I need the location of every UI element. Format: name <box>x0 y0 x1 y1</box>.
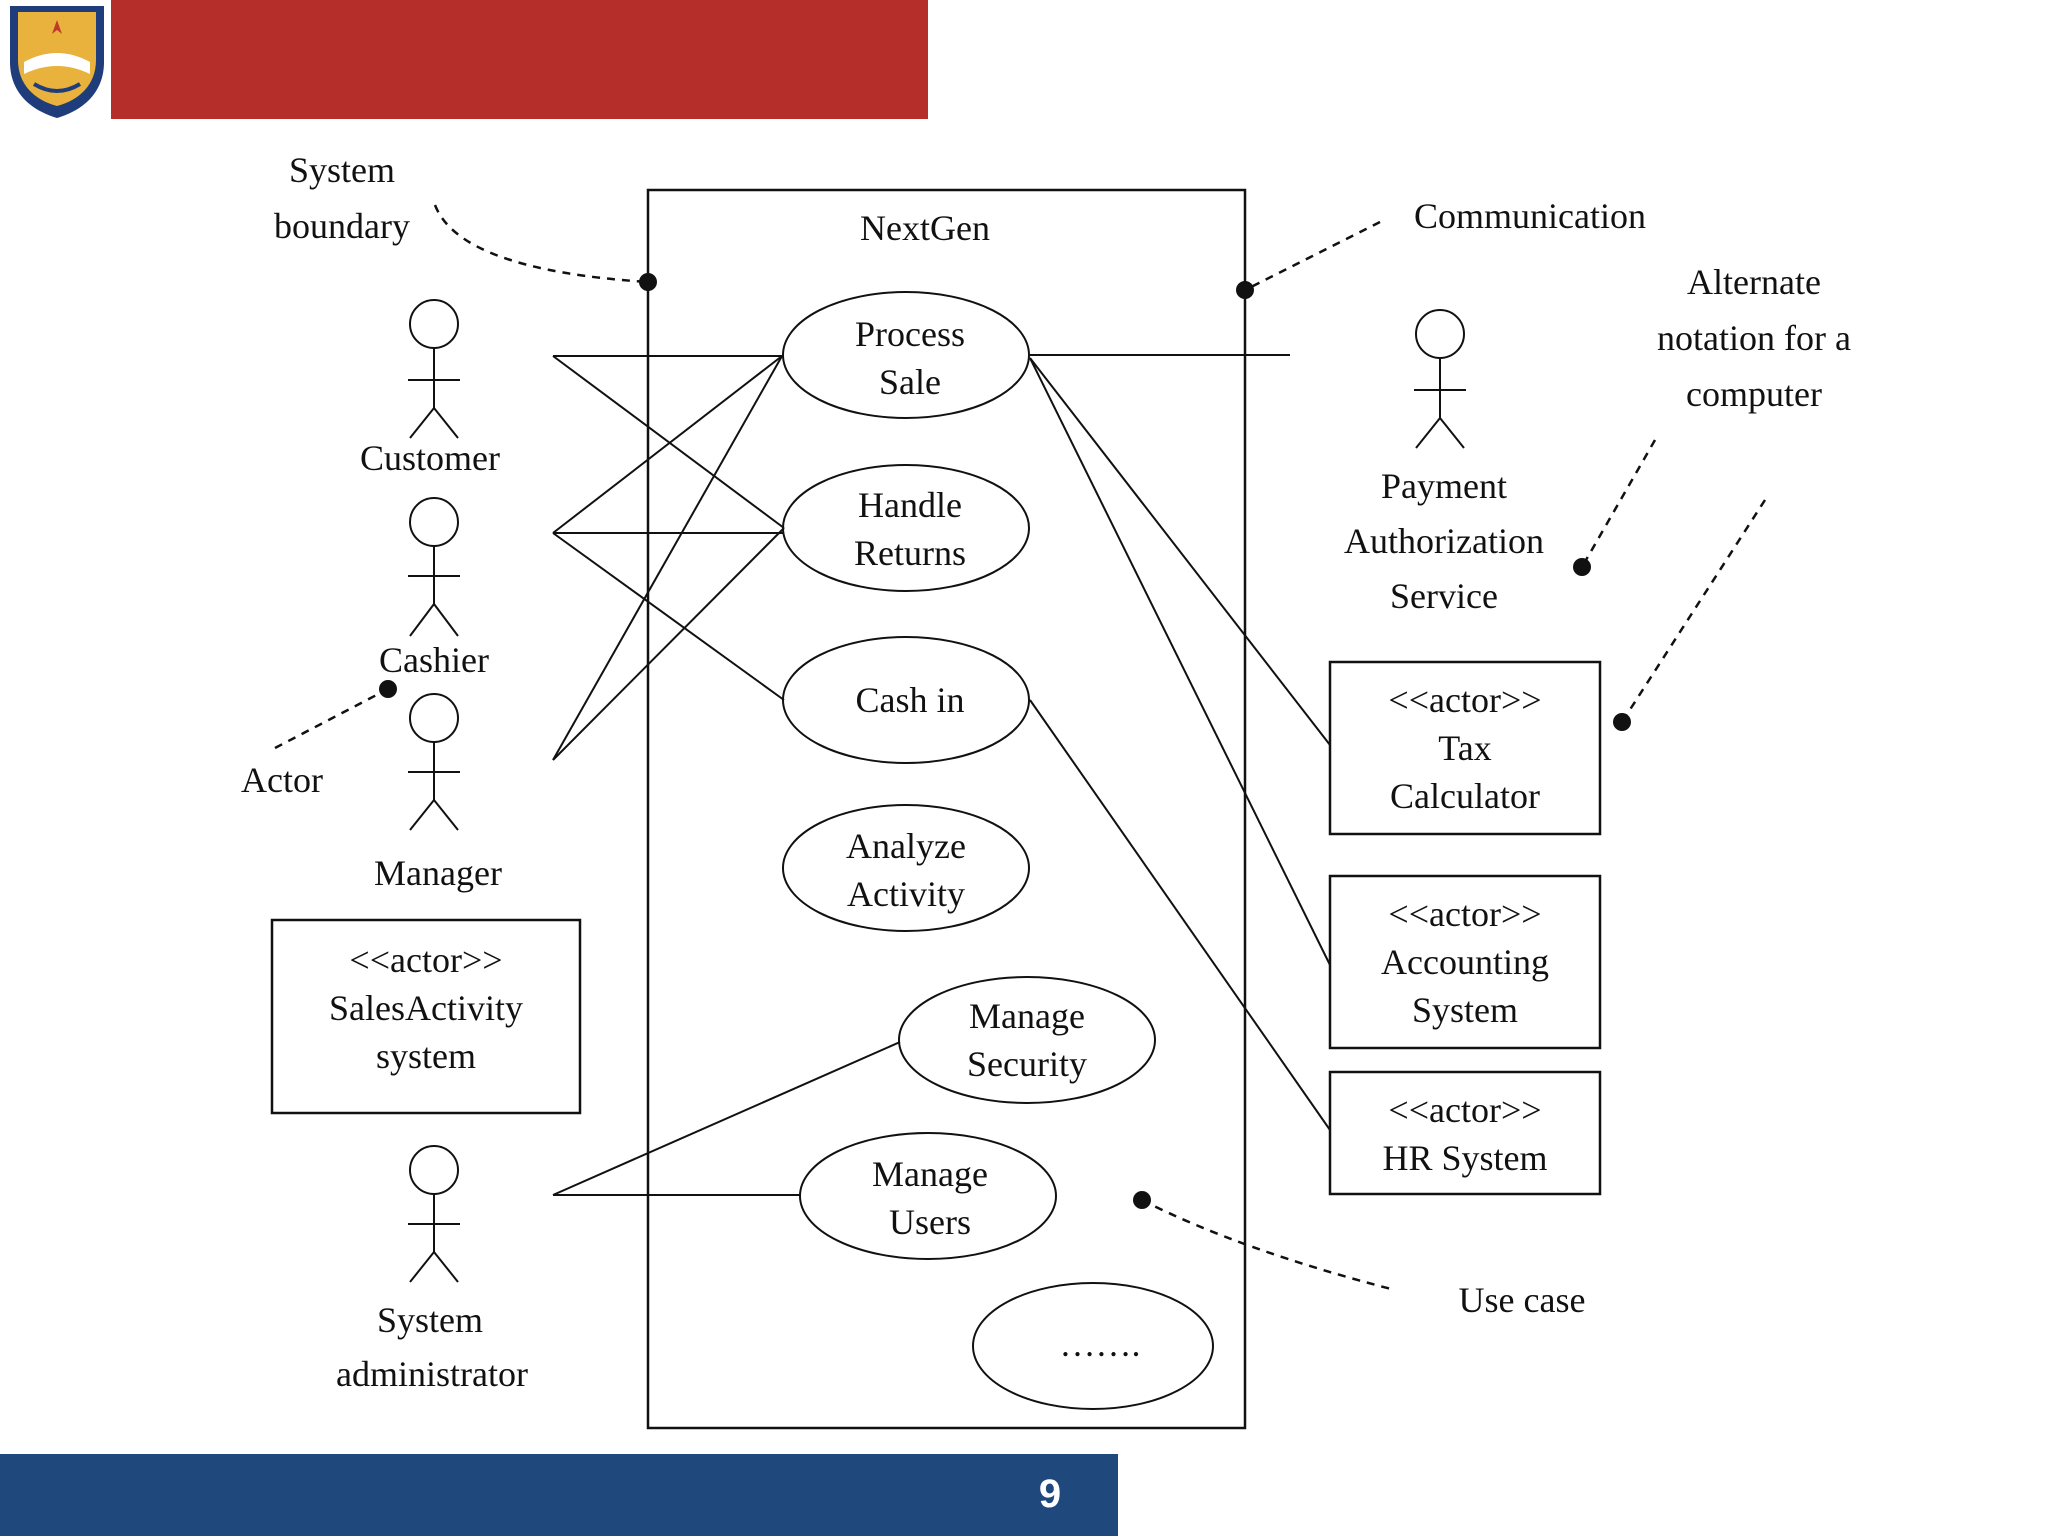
svg-text:Tax: Tax <box>1438 728 1491 768</box>
system-boundary-box <box>646 188 1247 1430</box>
svg-text:<<actor>>: <<actor>> <box>1388 894 1541 934</box>
svg-text:<<actor>>: <<actor>> <box>1388 1090 1541 1130</box>
svg-text:computer: computer <box>1686 374 1822 414</box>
system-name: NextGen <box>860 208 990 248</box>
svg-text:HR System: HR System <box>1382 1138 1547 1178</box>
stick-figure-icon <box>1414 309 1466 449</box>
box-actor-hr-system: <<actor>> HR System <box>1328 1070 1602 1196</box>
svg-text:…….: ……. <box>1060 1324 1141 1364</box>
svg-text:Payment: Payment <box>1381 466 1507 506</box>
svg-text:Returns: Returns <box>854 533 966 573</box>
use-case-more: ……. <box>972 1282 1214 1410</box>
use-case-manage-users: Manage Users <box>799 1132 1057 1260</box>
annotation-system-boundary: System boundary <box>274 150 410 246</box>
svg-text:notation for a: notation for a <box>1657 318 1851 358</box>
actor-payment-authorization-service: Payment Authorization Service <box>1344 309 1544 616</box>
annotation-leaders <box>274 204 1767 1292</box>
stick-figure-icon <box>408 497 460 637</box>
svg-text:Manage: Manage <box>969 996 1085 1036</box>
svg-text:Manager: Manager <box>374 853 502 893</box>
svg-text:System: System <box>1412 990 1518 1030</box>
svg-text:Handle: Handle <box>858 485 962 525</box>
svg-text:Accounting: Accounting <box>1381 942 1549 982</box>
svg-text:Security: Security <box>967 1044 1087 1084</box>
page-number: 9 <box>1038 1472 1062 1516</box>
svg-text:Users: Users <box>889 1202 971 1242</box>
svg-text:Sale: Sale <box>879 362 941 402</box>
svg-text:Manage: Manage <box>872 1154 988 1194</box>
svg-text:Alternate: Alternate <box>1687 262 1821 302</box>
svg-text:Cashier: Cashier <box>379 640 489 680</box>
stick-figure-icon <box>408 1145 460 1283</box>
actor-system-administrator: System administrator <box>336 1145 528 1394</box>
use-case-analyze-activity: Analyze Activity <box>782 804 1030 932</box>
svg-text:Actor: Actor <box>241 760 323 800</box>
use-case-cash-in: Cash in <box>782 636 1030 764</box>
svg-text:Use case: Use case <box>1459 1280 1586 1320</box>
svg-text:system: system <box>376 1036 476 1076</box>
svg-text:Service: Service <box>1390 576 1498 616</box>
use-case-process-sale: Process Sale <box>782 291 1030 419</box>
svg-text:<<actor>>: <<actor>> <box>349 940 502 980</box>
svg-text:Customer: Customer <box>360 438 500 478</box>
footer-blue-bar <box>0 1454 1118 1536</box>
svg-text:Analyze: Analyze <box>846 826 966 866</box>
actor-customer: Customer <box>360 299 500 478</box>
annotation-alternate-notation: Alternate notation for a computer <box>1657 262 1851 414</box>
association-lines <box>552 354 1331 1196</box>
box-actor-sales-activity: <<actor>> SalesActivity system <box>270 918 582 1115</box>
svg-text:Authorization: Authorization <box>1344 521 1544 561</box>
stick-figure-icon <box>408 693 460 831</box>
svg-text:System: System <box>289 150 395 190</box>
annotation-actor: Actor <box>241 760 323 800</box>
actor-manager: Manager <box>374 693 502 893</box>
svg-text:System: System <box>377 1300 483 1340</box>
svg-text:<<actor>>: <<actor>> <box>1388 680 1541 720</box>
svg-text:SalesActivity: SalesActivity <box>329 988 523 1028</box>
actor-cashier: Cashier <box>379 497 489 680</box>
box-actor-tax-calculator: <<actor>> Tax Calculator <box>1328 660 1602 836</box>
svg-text:Calculator: Calculator <box>1390 776 1540 816</box>
svg-text:Cash in: Cash in <box>855 680 964 720</box>
stick-figure-icon <box>408 299 460 439</box>
university-crest-icon <box>10 6 104 118</box>
box-actor-accounting-system: <<actor>> Accounting System <box>1328 874 1602 1050</box>
use-case-handle-returns: Handle Returns <box>782 464 1030 592</box>
svg-text:Process: Process <box>855 314 965 354</box>
svg-text:Activity: Activity <box>847 874 965 914</box>
svg-text:Communication: Communication <box>1414 196 1646 236</box>
svg-text:administrator: administrator <box>336 1354 528 1394</box>
annotation-use-case: Use case <box>1459 1280 1586 1320</box>
header-red-bar <box>111 0 928 119</box>
use-case-manage-security: Manage Security <box>898 976 1156 1104</box>
annotation-communication: Communication <box>1414 196 1646 236</box>
svg-text:boundary: boundary <box>274 206 410 246</box>
